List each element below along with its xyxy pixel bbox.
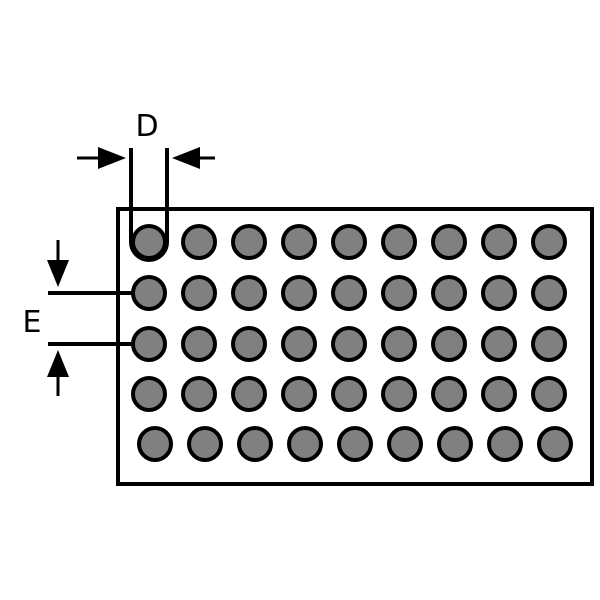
hole <box>481 326 517 362</box>
hole <box>481 275 517 311</box>
spacing-arrowhead-bottom <box>47 350 69 377</box>
hole <box>531 275 567 311</box>
hole <box>331 275 367 311</box>
hole <box>431 224 467 260</box>
spacing-arrowhead-top <box>47 260 69 287</box>
spacing-label: E <box>23 305 42 340</box>
hole <box>387 426 423 462</box>
hole <box>481 376 517 412</box>
diameter-label: D <box>135 109 158 144</box>
hole <box>431 376 467 412</box>
diameter-arrowhead-right <box>172 147 200 169</box>
hole <box>381 326 417 362</box>
hole <box>531 376 567 412</box>
hole <box>281 275 317 311</box>
hole <box>381 275 417 311</box>
diameter-arrowhead-left <box>98 147 126 169</box>
diameter-extension-lines <box>129 148 169 262</box>
hole <box>431 275 467 311</box>
hole <box>181 376 217 412</box>
hole <box>331 376 367 412</box>
hole <box>281 224 317 260</box>
hole <box>231 224 267 260</box>
hole <box>531 224 567 260</box>
hole <box>187 426 223 462</box>
hole <box>181 275 217 311</box>
hole <box>231 376 267 412</box>
hole <box>531 326 567 362</box>
hole <box>231 275 267 311</box>
hole <box>287 426 323 462</box>
hole <box>131 275 167 311</box>
hole <box>131 376 167 412</box>
hole <box>137 426 173 462</box>
hole <box>237 426 273 462</box>
hole <box>331 224 367 260</box>
hole <box>231 326 267 362</box>
hole <box>431 326 467 362</box>
hole <box>331 326 367 362</box>
hole <box>131 224 167 260</box>
hole-grid <box>131 224 573 462</box>
hole <box>481 224 517 260</box>
hole <box>131 326 167 362</box>
hole <box>181 326 217 362</box>
hole <box>337 426 373 462</box>
hole <box>487 426 523 462</box>
hole <box>437 426 473 462</box>
hole <box>381 224 417 260</box>
hole <box>537 426 573 462</box>
hole <box>181 224 217 260</box>
hole <box>281 376 317 412</box>
hole <box>381 376 417 412</box>
hole <box>281 326 317 362</box>
